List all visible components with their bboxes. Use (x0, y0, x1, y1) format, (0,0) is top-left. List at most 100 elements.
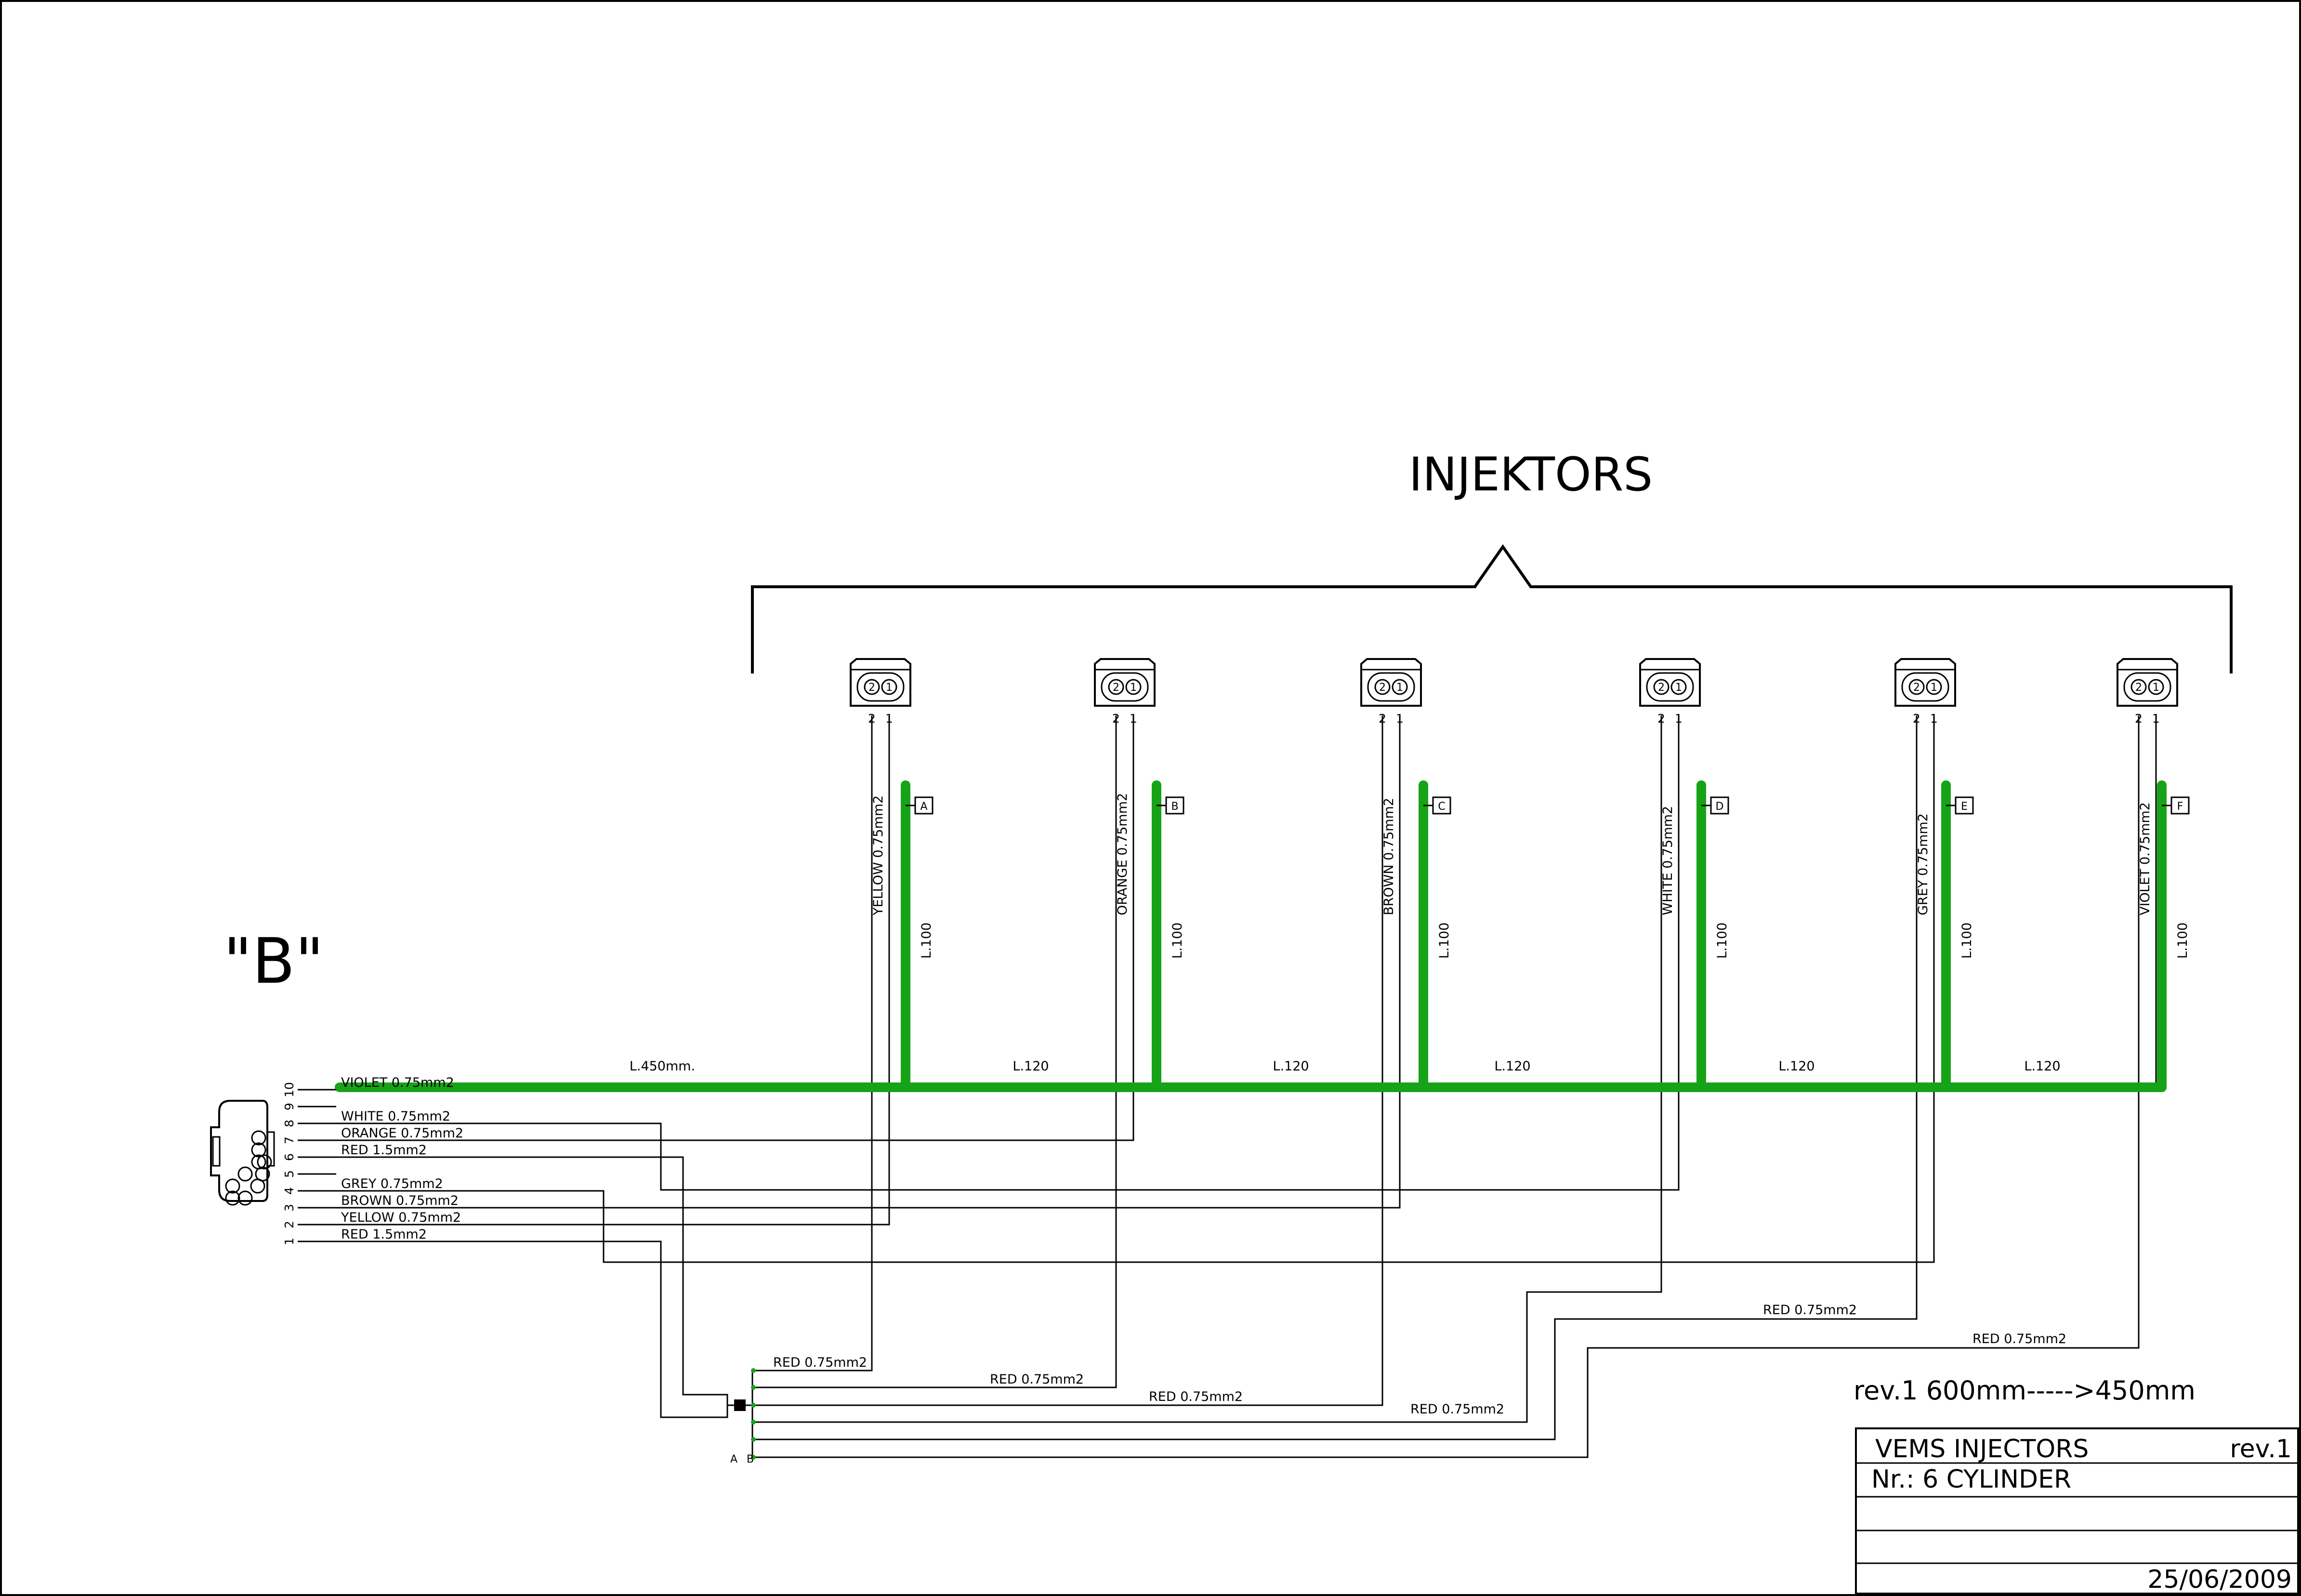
splice-joint-0 (751, 1368, 756, 1373)
pin-number-4: 4 (282, 1187, 296, 1195)
injector-letter: B (1171, 801, 1178, 813)
injector-letter: E (1961, 801, 1968, 813)
signal-wire-1 (336, 715, 1134, 1141)
title-block-number: Nr.: 6 CYLINDER (1871, 1465, 2071, 1494)
injector-connector-icon (2117, 658, 2178, 707)
injector-pin-number-2: 2 (1379, 712, 1386, 725)
pin-number-5: 5 (282, 1170, 296, 1178)
injector-connector-icon (1639, 658, 1701, 707)
splice-joint-4 (751, 1437, 756, 1442)
injector-tag (914, 796, 934, 815)
connector-b-pin-10 (257, 1154, 272, 1170)
connector-b-latch (212, 1136, 221, 1167)
pin-number-7: 7 (282, 1136, 296, 1144)
pin-label-4: GREY 0.75mm2 (341, 1176, 443, 1191)
injector-pin-number-1: 1 (2152, 712, 2160, 725)
injector-face-pin-1: 1 (1675, 682, 1682, 694)
injector-face-pin-2: 2 (1379, 682, 1386, 694)
pin-label-7: ORANGE 0.75mm2 (341, 1126, 463, 1141)
pin-number-9: 9 (282, 1103, 296, 1110)
connector-b-pin-7 (237, 1190, 253, 1206)
injector-pin-number-2: 2 (1112, 712, 1120, 725)
return-wire-2 (752, 715, 1383, 1406)
injector-face (856, 672, 905, 702)
injector-pin-number-1: 1 (1930, 712, 1938, 725)
injector-pin-number-1: 1 (1675, 712, 1683, 725)
pin-number-8: 8 (282, 1120, 296, 1127)
pin-number-3: 3 (282, 1204, 296, 1212)
pin-label-10: VIOLET 0.75mm2 (341, 1075, 454, 1090)
title-block-name: VEMS INJECTORS (1875, 1435, 2089, 1464)
injector-branch-length: L.100 (1170, 923, 1185, 959)
connector-b-pin-2 (237, 1166, 253, 1182)
injector-connector-icon (1894, 658, 1956, 707)
return-wire-5 (752, 715, 2140, 1458)
title-block-rev: rev.1 (2230, 1435, 2292, 1464)
trunk-length-3: L.120 (1494, 1059, 1530, 1074)
injector-pin-number-1: 1 (1130, 712, 1137, 725)
injector-pin-2 (1374, 679, 1391, 695)
splice-block (734, 1399, 746, 1411)
diagram-title: INJEKTORS (1409, 448, 1653, 501)
connector-b-label: "B" (224, 924, 324, 998)
injector-group-bracket (751, 544, 2233, 673)
connector-b-pin-5 (251, 1130, 266, 1146)
injector-pin-2 (1108, 679, 1124, 695)
injector-branch-length: L.100 (2175, 923, 2190, 959)
injector-wire-label: WHITE 0.75mm2 (1660, 806, 1675, 915)
signal-wire-7 (336, 1240, 734, 1418)
injector-letter: F (2177, 801, 2183, 813)
pin-label-1: RED 1.5mm2 (341, 1227, 427, 1242)
connector-b-pin-9 (255, 1166, 270, 1182)
injector-pin-2 (1908, 679, 1925, 695)
injector-pin-2 (864, 679, 880, 695)
injector-connector-icon (1094, 658, 1156, 707)
injector-pin-1 (1392, 679, 1408, 695)
pin-number-10: 10 (282, 1082, 296, 1097)
harness-bundle (335, 780, 2167, 1092)
connector-b-pin-6 (225, 1190, 240, 1206)
injector-connector-icon (850, 658, 911, 707)
injector-pin-1 (1926, 679, 1942, 695)
signal-wire-3 (336, 715, 1401, 1209)
splice-label-a: A (730, 1453, 737, 1465)
pin-number-6: 6 (282, 1153, 296, 1161)
return-wire-4 (752, 715, 1918, 1440)
title-block-date: 25/06/2009 (2147, 1565, 2292, 1594)
injector-pin-number-2: 2 (868, 712, 876, 725)
return-wire-label-1: RED 0.75mm2 (990, 1372, 1084, 1387)
injector-face-pin-1: 1 (886, 682, 893, 694)
injector-face (1646, 672, 1694, 702)
injector-face (1367, 672, 1415, 702)
signal-wire-4 (336, 715, 890, 1226)
signal-wire-2 (336, 715, 1680, 1191)
injector-wire-label: ORANGE 0.75mm2 (1115, 793, 1130, 915)
injector-letter: C (1438, 801, 1445, 813)
return-wire-label-2: RED 0.75mm2 (1149, 1389, 1243, 1404)
trunk-length-0: L.450mm. (630, 1059, 695, 1074)
injector-connector-icon (1360, 658, 1422, 707)
signal-wire-6 (336, 1156, 728, 1405)
injector-wire-label: BROWN 0.75mm2 (1381, 798, 1396, 915)
injector-pin-2 (1653, 679, 1670, 695)
injector-face-pin-1: 1 (1130, 682, 1137, 694)
injector-face-pin-2: 2 (868, 682, 875, 694)
injector-pin-number-2: 2 (1657, 712, 1665, 725)
trunk-length-2: L.120 (1273, 1059, 1309, 1074)
return-wire-label-3: RED 0.75mm2 (1410, 1402, 1504, 1417)
splice-joint-3 (751, 1420, 756, 1425)
injector-branch-length: L.100 (1437, 923, 1452, 959)
injector-pin-1 (1670, 679, 1687, 695)
trunk-length-4: L.120 (1778, 1059, 1815, 1074)
splice-joint-5 (751, 1455, 756, 1460)
injector-pin-1 (1125, 679, 1142, 695)
